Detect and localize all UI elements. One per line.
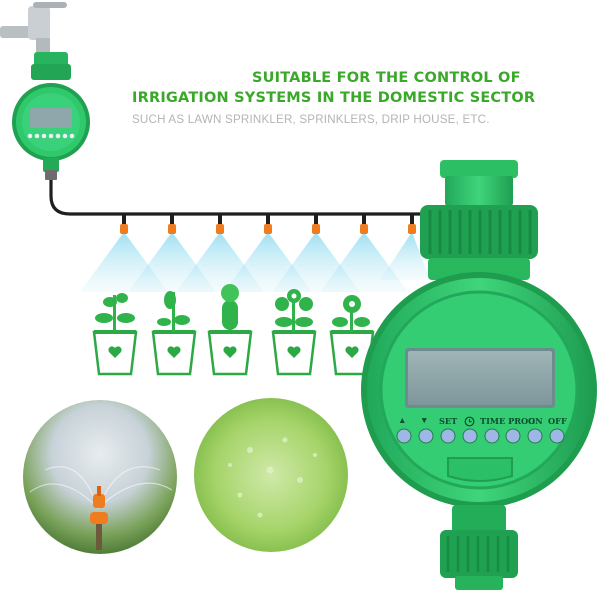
clock-icon <box>464 414 475 432</box>
drip-nozzles <box>80 214 430 292</box>
headline-line-2: IRRIGATION SYSTEMS IN THE DOMESTIC SECTO… <box>132 90 536 106</box>
faucet-icon <box>0 2 67 52</box>
sprinkler-photo <box>23 400 177 554</box>
lcd-screen <box>408 351 552 405</box>
time-prog-label: TIME PROG <box>480 416 536 426</box>
mini-timer <box>12 52 90 180</box>
headline-subline: SUCH AS LAWN SPRINKLER, SPRINKLERS, DRIP… <box>132 113 490 126</box>
plant-pots <box>92 284 375 376</box>
set-label: SET <box>439 416 458 426</box>
on-label: ON <box>528 416 543 426</box>
off-button <box>549 428 565 444</box>
down-button <box>418 428 434 444</box>
set-button <box>440 428 456 444</box>
down-arrow-icon: ▼ <box>420 415 429 425</box>
on-button <box>527 428 543 444</box>
drip-pipe <box>49 180 440 216</box>
clock-button <box>462 428 478 444</box>
time-button <box>484 428 500 444</box>
lawn-photo <box>194 398 348 552</box>
heart-icon <box>108 346 359 358</box>
off-label: OFF <box>548 416 567 426</box>
water-timer <box>361 160 597 590</box>
headline-line-1: SUITABLE FOR THE CONTROL OF <box>252 70 521 86</box>
up-button <box>396 428 412 444</box>
prog-button <box>505 428 521 444</box>
up-arrow-icon: ▲ <box>398 415 407 425</box>
control-buttons <box>396 428 565 444</box>
